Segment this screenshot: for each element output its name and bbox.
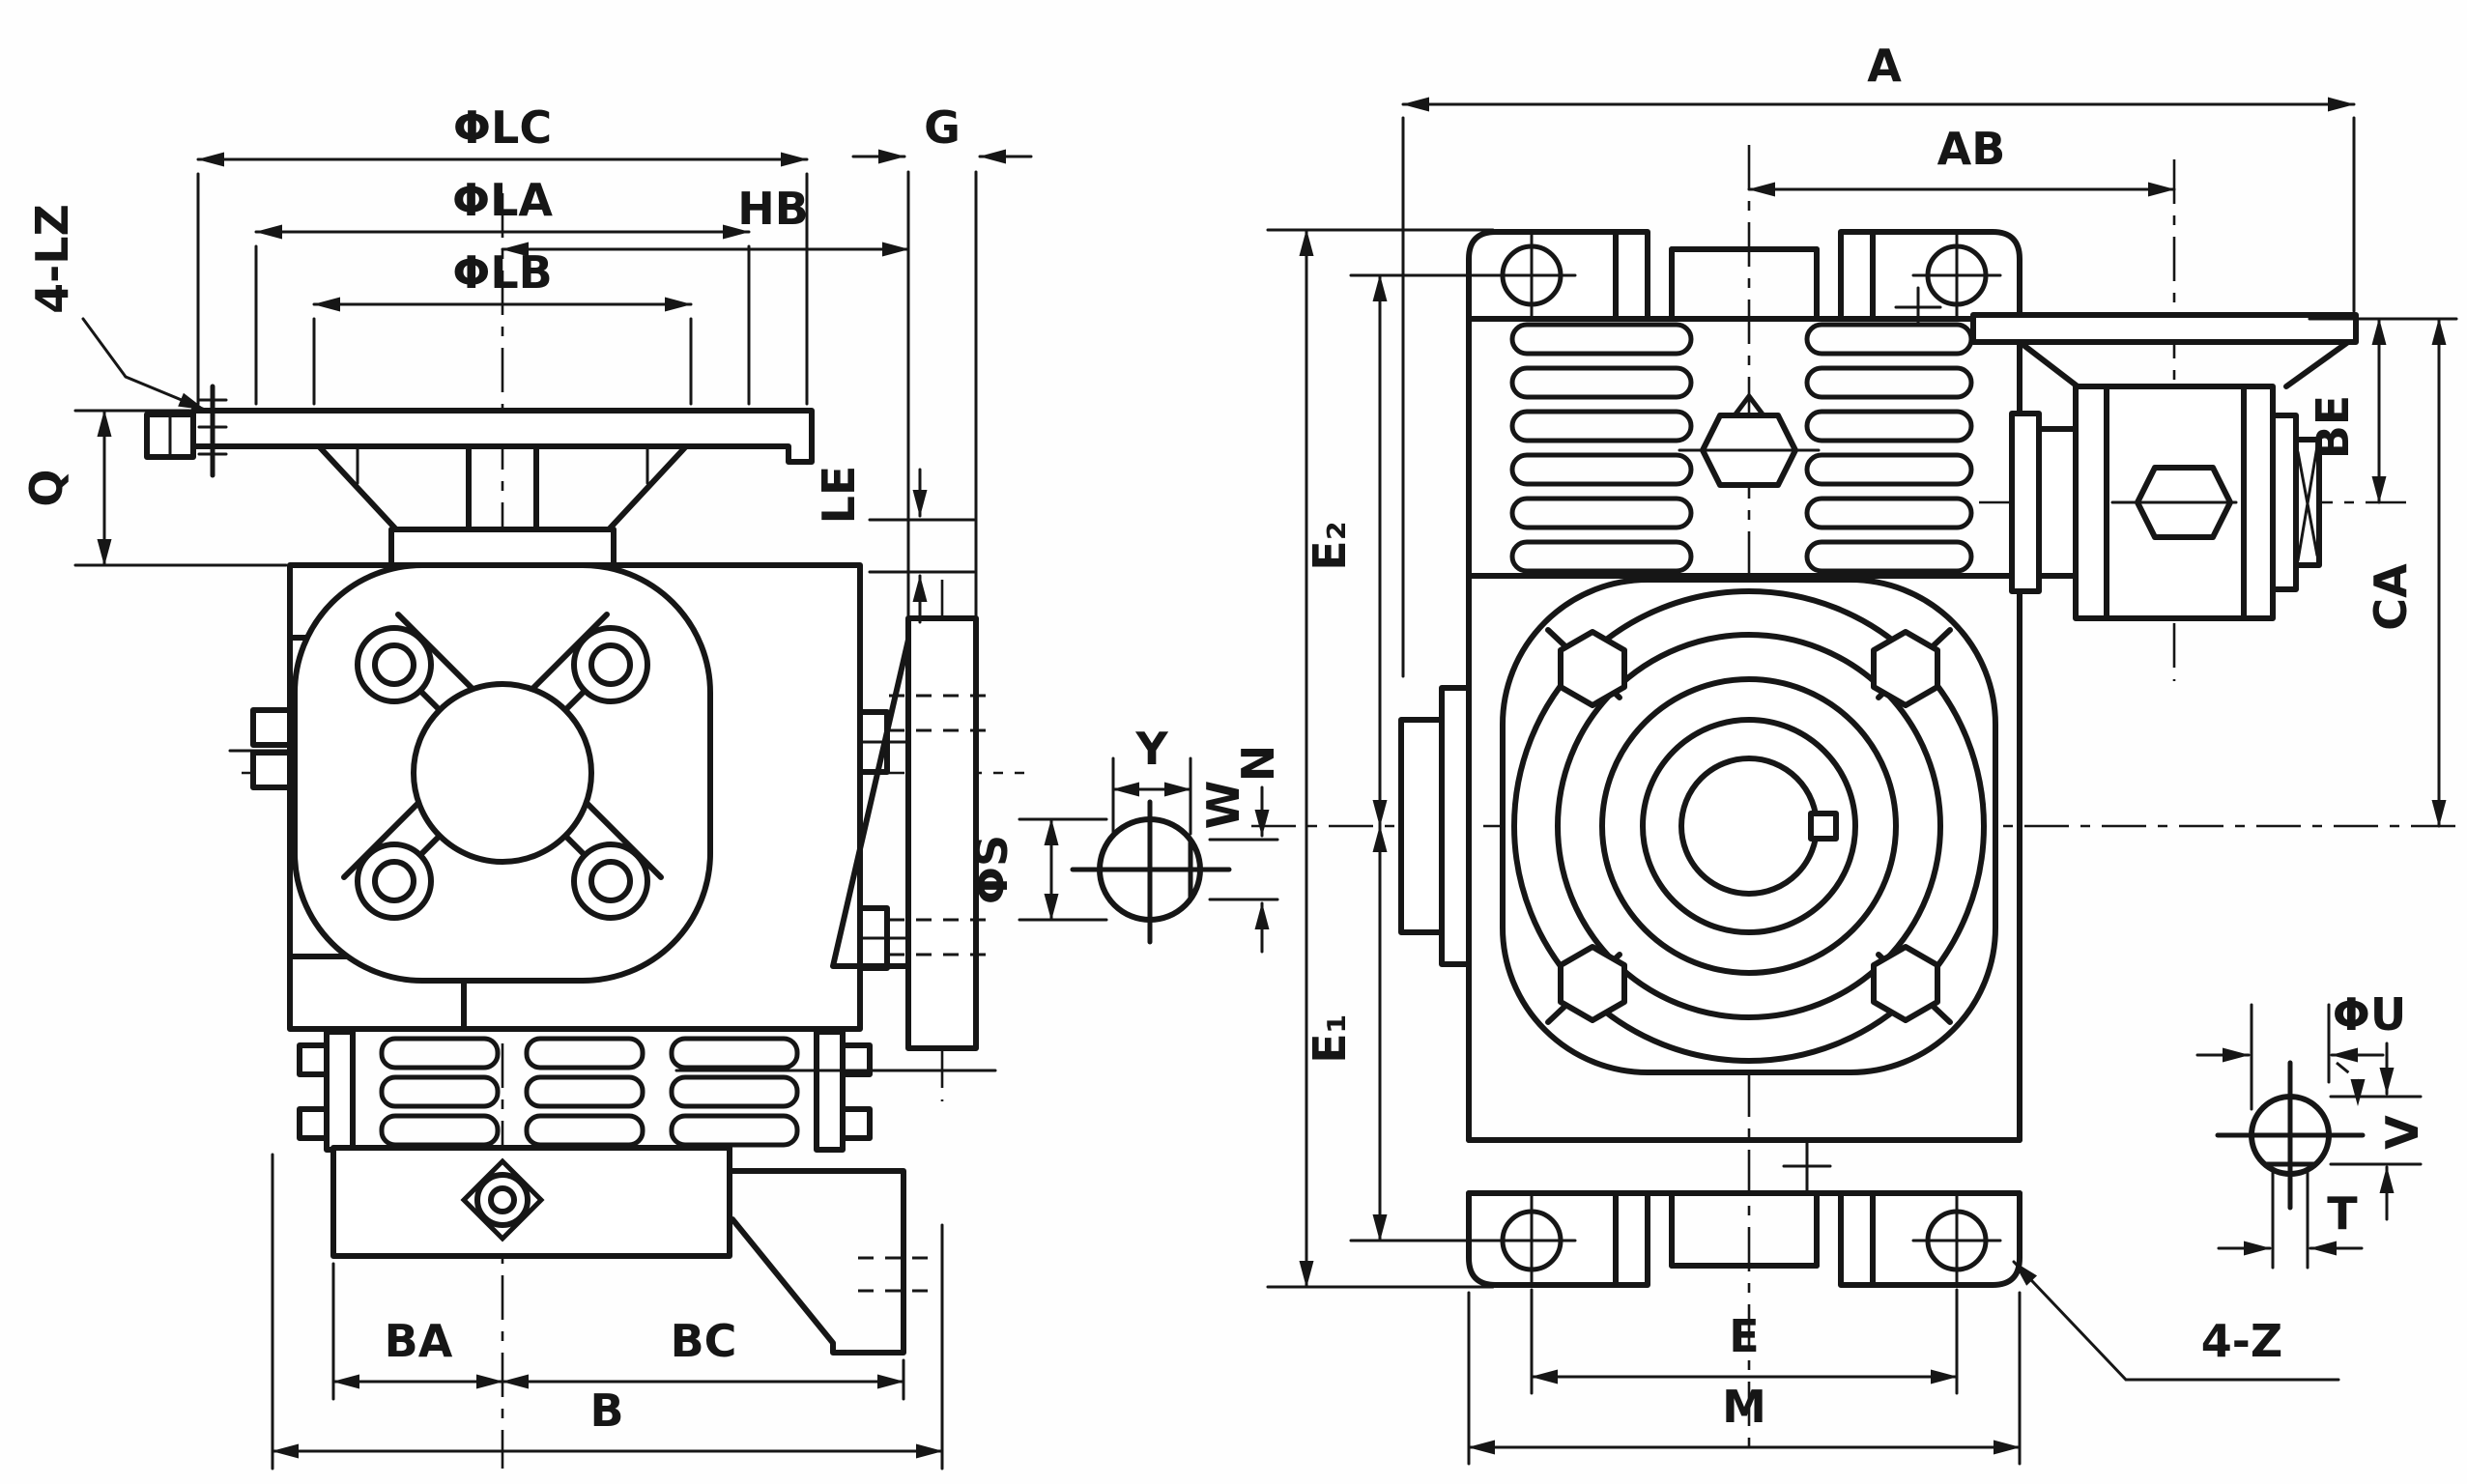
- bottom-cap: [330, 1145, 732, 1259]
- foot-bolt-hole: [1911, 232, 2002, 319]
- dim-label-4-lz: 4-LZ: [26, 204, 78, 314]
- output-flange: [144, 384, 815, 568]
- dim-phi-s: ΦS: [965, 817, 1108, 922]
- motor-flange-plate: [1970, 312, 2359, 345]
- input-shaft-section: ΦU V T: [2195, 988, 2428, 1270]
- dim-label-e: E: [1729, 1310, 1759, 1362]
- dim-label-e1: E₁: [1304, 1013, 1356, 1064]
- foot-bolt-hole: [1486, 1193, 1577, 1285]
- dim-label-b: B: [589, 1384, 623, 1437]
- dim-label-ca: CA: [2365, 563, 2417, 631]
- dim-label-hb: HB: [737, 183, 809, 235]
- dim-label-v: V: [2376, 1115, 2428, 1150]
- dim-be: BE: [2307, 317, 2458, 504]
- flange-hub: [388, 527, 617, 568]
- cooling-fins: [1509, 322, 1974, 574]
- flange-hex-bolt: [1871, 629, 1940, 708]
- dim-w: W: [1197, 781, 1279, 954]
- input-view-bore: [1678, 756, 1820, 897]
- left-view: ΦLC ΦLA ΦLB 4-LZ Q HB: [20, 101, 1033, 1470]
- dim-label-le: LE: [813, 466, 865, 525]
- input-flange-face: [1500, 577, 1998, 1075]
- housing-side-bolt: [250, 707, 293, 748]
- dim-label-ab: AB: [1937, 123, 2006, 175]
- flange-hex-bolt: [1558, 944, 1627, 1023]
- oil-plug: [1678, 391, 1821, 488]
- cap-bolt-boss: [460, 1157, 545, 1242]
- rib-section: [297, 1026, 873, 1153]
- dim-bc: BC: [501, 1315, 905, 1401]
- output-flange-face: [292, 562, 713, 984]
- foot-bolt-hole: [1911, 1193, 2002, 1285]
- dim-ca: CA: [2365, 317, 2447, 828]
- callout-4-lz: 4-LZ: [26, 204, 207, 412]
- dim-q: Q: [20, 409, 288, 567]
- dim-label-q: Q: [20, 469, 72, 506]
- dim-e1: E₁: [1304, 824, 1495, 1242]
- dim-ba: BA: [331, 1262, 504, 1401]
- dim-a: A: [1401, 40, 2356, 678]
- dim-le: LE: [813, 466, 976, 624]
- dim-phi-lc: ΦLC: [196, 101, 809, 406]
- dim-label-e2: E₂: [1304, 521, 1356, 571]
- bottom-feet: [1466, 1141, 2022, 1288]
- dim-t: T: [2217, 1169, 2364, 1270]
- dim-label-4-z: 4-Z: [2201, 1315, 2282, 1367]
- foot-bracket-bottom: [727, 1168, 930, 1356]
- dim-phi-u: ΦU: [2195, 988, 2406, 1111]
- dim-phi-la: ΦLA: [254, 174, 751, 406]
- face-bolt: [571, 842, 650, 921]
- dim-label-phi-lb: ΦLB: [452, 246, 552, 299]
- face-bolt: [355, 625, 434, 704]
- dim-label-g: G: [924, 101, 961, 154]
- face-bolt: [571, 625, 650, 704]
- bore-keyway: [1808, 811, 1839, 842]
- dim-ab: AB: [1747, 123, 2176, 197]
- dim-label-phi-u: ΦU: [2333, 988, 2406, 1041]
- face-bolt: [355, 842, 434, 921]
- dim-m: M: [1467, 1291, 2022, 1466]
- dim-label-m: M: [1722, 1381, 1766, 1433]
- flange-hex-bolt: [1871, 944, 1940, 1023]
- dim-label-t: T: [2327, 1187, 2358, 1240]
- dim-g: G: [851, 101, 1033, 620]
- dim-e2: E₂: [1304, 273, 1495, 828]
- right-view: A AB N E₂ E₁ BE CA: [1232, 40, 2459, 1466]
- output-bore: [411, 681, 594, 865]
- output-shaft-section: Y ΦS W: [965, 723, 1279, 954]
- dim-label-ba: BA: [385, 1315, 453, 1367]
- dim-b: B: [271, 1153, 944, 1470]
- dim-e: E: [1530, 1288, 1959, 1395]
- dim-label-phi-lc: ΦLC: [453, 101, 552, 154]
- top-feet: [1466, 229, 2022, 325]
- dim-label-be: BE: [2307, 395, 2359, 459]
- dim-label-phi-s: ΦS: [965, 835, 1018, 904]
- dim-label-phi-la: ΦLA: [452, 174, 553, 226]
- foot-bracket-top: [674, 615, 997, 1072]
- input-shaft-assembly: [1970, 312, 2359, 621]
- flange-hex-bolt: [1558, 629, 1627, 708]
- foot-bolt-hole: [1486, 232, 1577, 319]
- dim-y: Y: [1111, 723, 1192, 838]
- dim-v: V: [2329, 1042, 2428, 1221]
- dim-n: N: [1232, 228, 1495, 1289]
- callout-4-z: 4-Z: [2012, 1260, 2340, 1382]
- dim-label-n: N: [1232, 745, 1284, 783]
- dim-label-bc: BC: [671, 1315, 737, 1367]
- dim-label-a: A: [1867, 40, 1902, 92]
- output-shaft-cover: [1398, 685, 1472, 967]
- dim-label-y: Y: [1134, 723, 1168, 775]
- dim-hb: HB: [501, 183, 910, 257]
- dim-label-w: W: [1197, 781, 1249, 830]
